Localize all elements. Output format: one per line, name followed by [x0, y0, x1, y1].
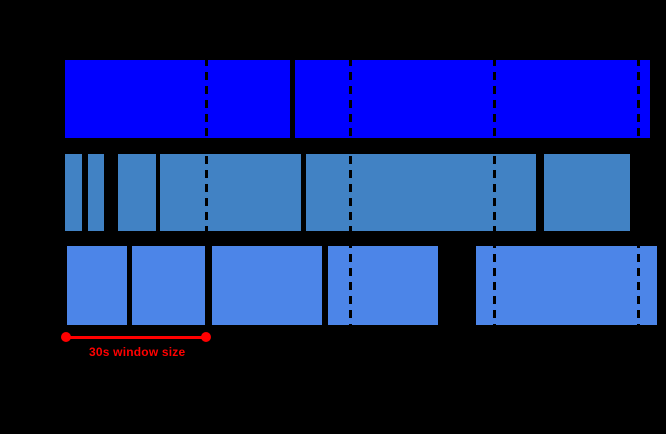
- arrow-head-left-icon: [61, 332, 71, 342]
- window-boundary-line: [493, 58, 496, 327]
- bar-segment-row-3: [476, 246, 657, 325]
- window-boundary-line: [205, 58, 208, 327]
- window-boundary-line: [637, 58, 640, 327]
- bar-segment-row-2: [306, 154, 536, 231]
- window-boundary-line: [349, 58, 352, 327]
- bar-segment-row-1: [65, 60, 290, 138]
- bar-segment-row-3: [212, 246, 322, 325]
- bar-segment-row-3: [67, 246, 127, 325]
- bar-segment-row-2: [544, 154, 630, 231]
- bar-segment-row-3: [132, 246, 205, 325]
- bar-segment-row-2: [88, 154, 104, 231]
- bar-segment-row-3: [328, 246, 438, 325]
- bar-segment-row-2: [160, 154, 301, 231]
- bar-segment-row-1: [295, 60, 650, 138]
- bar-segment-row-2: [118, 154, 156, 231]
- arrow-head-right-icon: [201, 332, 211, 342]
- arrow-line: [66, 335, 206, 339]
- bar-segment-row-2: [65, 154, 82, 231]
- window-size-label: 30s window size: [89, 345, 186, 359]
